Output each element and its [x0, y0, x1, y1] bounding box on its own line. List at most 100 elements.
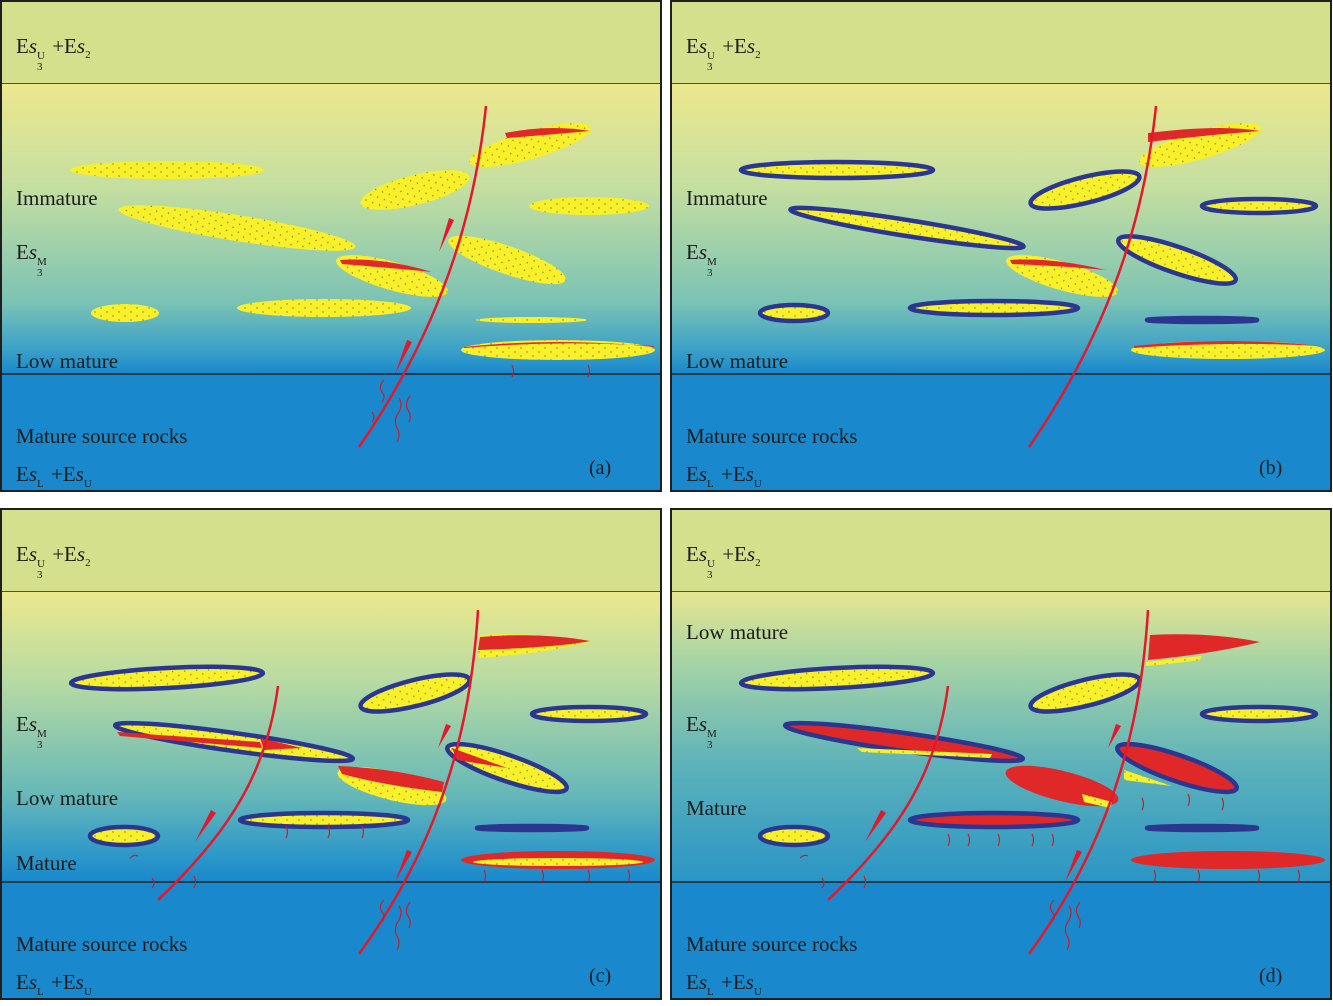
- sealed-sand-lens: [1115, 234, 1239, 286]
- source-rock-label: Mature source rocks: [686, 424, 858, 448]
- sand-lens: [1124, 770, 1172, 786]
- panel-tag: (b): [1259, 457, 1283, 479]
- sealed-sand-lens: [738, 664, 936, 692]
- fault: [357, 609, 480, 955]
- sealed-sand-lens: [358, 672, 472, 714]
- maturity-label-upper: Immature: [686, 186, 768, 210]
- sand-lens: [1139, 123, 1261, 167]
- sand-lens: [118, 205, 356, 251]
- fault: [1027, 609, 1150, 955]
- oil-accumulation: [1148, 127, 1260, 142]
- panel-tag: (d): [1259, 965, 1283, 987]
- faults: [827, 609, 1150, 955]
- sand-lens: [1131, 341, 1325, 359]
- panel-d-diagram: [672, 510, 1330, 998]
- panel-b-diagram: [672, 2, 1330, 490]
- sealed-sand-lens: [237, 810, 411, 830]
- oil-accumulation: [1131, 851, 1325, 869]
- sand-lens: [91, 304, 159, 322]
- maturity-label-lower: Low mature: [16, 349, 119, 373]
- upper-formation-band: [672, 510, 1330, 592]
- panel-a-diagram: [2, 2, 660, 490]
- maturity-label-upper: Immature: [16, 186, 98, 210]
- oil-accumulation: [1010, 259, 1106, 270]
- sealed-sand-lens: [87, 824, 161, 848]
- sand-lens: [469, 123, 591, 167]
- lower-formation-label: EsL3 +EsU4: [686, 462, 762, 491]
- sand-lens: [360, 170, 470, 210]
- sealed-sand-lens: [1144, 315, 1260, 325]
- hydrocarbon-migration-squiggles: [129, 825, 631, 951]
- sealed-sand-lenses: [738, 159, 1319, 325]
- sand-lens: [857, 748, 992, 758]
- sealed-sand-lens: [757, 302, 831, 324]
- migration-arrows: [865, 724, 1121, 882]
- sealed-sand-lens: [68, 664, 266, 692]
- sealed-sand-lens: [474, 823, 590, 833]
- migration-arrows: [195, 724, 451, 882]
- maturity-label-lower: Low mature: [686, 349, 789, 373]
- oil-accumulation: [452, 748, 507, 768]
- oil-accumulation: [338, 766, 444, 792]
- fault: [157, 685, 280, 901]
- sand-lens: [448, 235, 566, 285]
- source-rock-band: [672, 882, 1330, 998]
- maturity-label-mature: Mature: [686, 796, 747, 820]
- sealed-sand-lens: [1199, 196, 1319, 216]
- oil-accumulation: [478, 635, 590, 650]
- sealed-sand-lens: [529, 704, 649, 724]
- sand-lens: [476, 317, 588, 323]
- sealed-sand-lens: [907, 298, 1081, 318]
- source-rock-band: [2, 882, 660, 998]
- oil-accumulation: [1134, 341, 1322, 348]
- hydrocarbon-migration-squiggles: [371, 364, 591, 443]
- sand-lens: [461, 340, 655, 360]
- sand-lens: [473, 858, 643, 866]
- source-rock-band: [672, 374, 1330, 490]
- sealed-sand-lens: [738, 159, 936, 181]
- sealed-oil-lens: [1115, 741, 1239, 795]
- sealed-sand-lens: [1028, 169, 1142, 211]
- hydrocarbon-migration-squiggles: [799, 793, 1301, 951]
- source-rock-band: [2, 374, 660, 490]
- panel-tag: (c): [589, 965, 612, 987]
- sealed-sand-lens: [1028, 672, 1142, 714]
- sand-lens: [1082, 794, 1112, 808]
- sand-lens: [1006, 255, 1118, 297]
- oil-accumulation: [260, 738, 302, 750]
- panel-c-diagram: [2, 510, 660, 998]
- lower-formation-label: EsL3 +EsU4: [686, 970, 762, 999]
- sand-lens: [1146, 656, 1202, 666]
- sealed-sand-lens: [1199, 704, 1319, 724]
- fault: [357, 105, 488, 448]
- panel-tag: (a): [589, 457, 612, 479]
- lower-formation-label: EsL3 +EsU4: [16, 462, 92, 491]
- fault: [827, 685, 950, 901]
- upper-formation-band: [2, 510, 660, 592]
- maturity-label-low: Low mature: [686, 620, 789, 644]
- oil-accumulation: [505, 127, 590, 138]
- sealed-sand-lens: [1144, 823, 1260, 833]
- fault: [1027, 105, 1158, 448]
- faults: [157, 609, 480, 955]
- source-rock-label: Mature source rocks: [16, 932, 188, 956]
- upper-formation-band: [2, 2, 660, 84]
- upper-formation-band: [672, 2, 1330, 84]
- maturity-label-mature: Mature: [16, 851, 77, 875]
- oil-accumulation: [117, 732, 262, 748]
- migration-arrows: [395, 218, 454, 374]
- maturity-label-low: Low mature: [16, 786, 119, 810]
- source-rock-label: Mature source rocks: [16, 424, 188, 448]
- oil-accumulation: [340, 259, 432, 272]
